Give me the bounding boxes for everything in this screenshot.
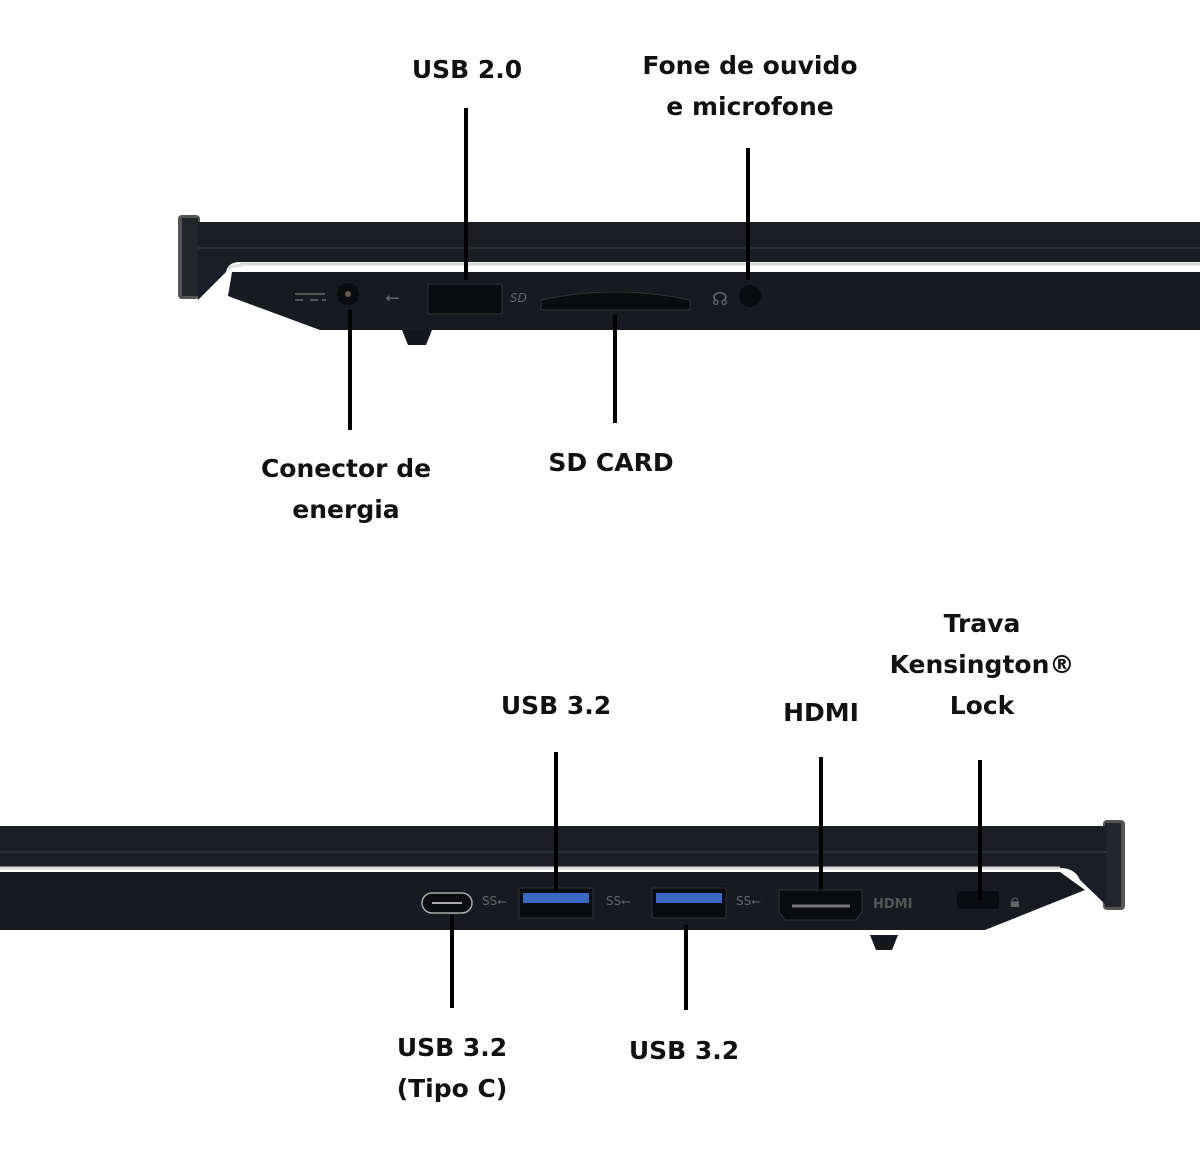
ss-usb-icon: SS⭠: [482, 894, 507, 908]
audio-jack: [739, 285, 761, 307]
leader-kensington: [978, 760, 982, 900]
label-line: (Tipo C): [396, 1074, 508, 1103]
foot: [870, 935, 898, 950]
foot: [402, 330, 432, 345]
usb2-port: [427, 283, 503, 315]
leader-usb2: [464, 108, 468, 280]
laptop-left-side: ⭠ SD ☊: [178, 215, 1200, 345]
label-usb32-bottom: USB 3.2: [629, 1030, 739, 1071]
label-usb32-top: USB 3.2: [501, 685, 611, 726]
label-line: Kensington®: [889, 650, 1075, 679]
label-line: SD CARD: [548, 448, 674, 477]
leader-audio: [746, 148, 750, 280]
usb-icon: ⭠: [385, 287, 399, 308]
label-line: HDMI: [783, 698, 859, 727]
dc-icon: [295, 293, 326, 301]
leader-usb32-bottom: [684, 925, 688, 1010]
label-line: USB 2.0: [411, 55, 523, 84]
leader-sd: [613, 315, 617, 423]
label-line: USB 3.2: [396, 1033, 508, 1062]
sd-slot: [540, 291, 691, 311]
label-line: USB 3.2: [500, 691, 612, 720]
label-hdmi: HDMI: [783, 692, 859, 733]
lock-icon: 🔒︎: [1010, 891, 1020, 912]
ss-usb-icon: SS⭠: [606, 894, 631, 908]
laptop-right-side: SS⭠ SS⭠ SS⭠ HDMI 🔒︎: [0, 820, 1125, 950]
label-line: energia: [292, 495, 400, 524]
headset-icon: ☊: [712, 289, 728, 310]
label-line: Conector de: [260, 454, 432, 483]
label-headphone-mic: Fone de ouvido e microfone: [642, 45, 857, 127]
sd-icon: SD: [510, 291, 527, 305]
label-line: e microfone: [666, 92, 834, 121]
label-line: Trava: [943, 609, 1021, 638]
kensington-slot: [957, 891, 999, 909]
label-usb32-typec: USB 3.2 (Tipo C): [397, 1027, 508, 1109]
leader-hdmi: [819, 757, 823, 890]
label-line: Fone de ouvido: [642, 51, 858, 80]
label-power: Conector de energia: [261, 448, 431, 530]
leader-usb32-top: [554, 752, 558, 890]
leader-typec: [450, 915, 454, 1008]
label-sd-card: SD CARD: [548, 442, 673, 483]
label-usb2: USB 2.0: [412, 49, 522, 90]
hdmi-marking: HDMI: [873, 897, 912, 912]
leader-power: [348, 310, 352, 430]
ss-usb-icon: SS⭠: [736, 894, 761, 908]
label-line: Lock: [949, 691, 1015, 720]
label-line: USB 3.2: [628, 1036, 740, 1065]
